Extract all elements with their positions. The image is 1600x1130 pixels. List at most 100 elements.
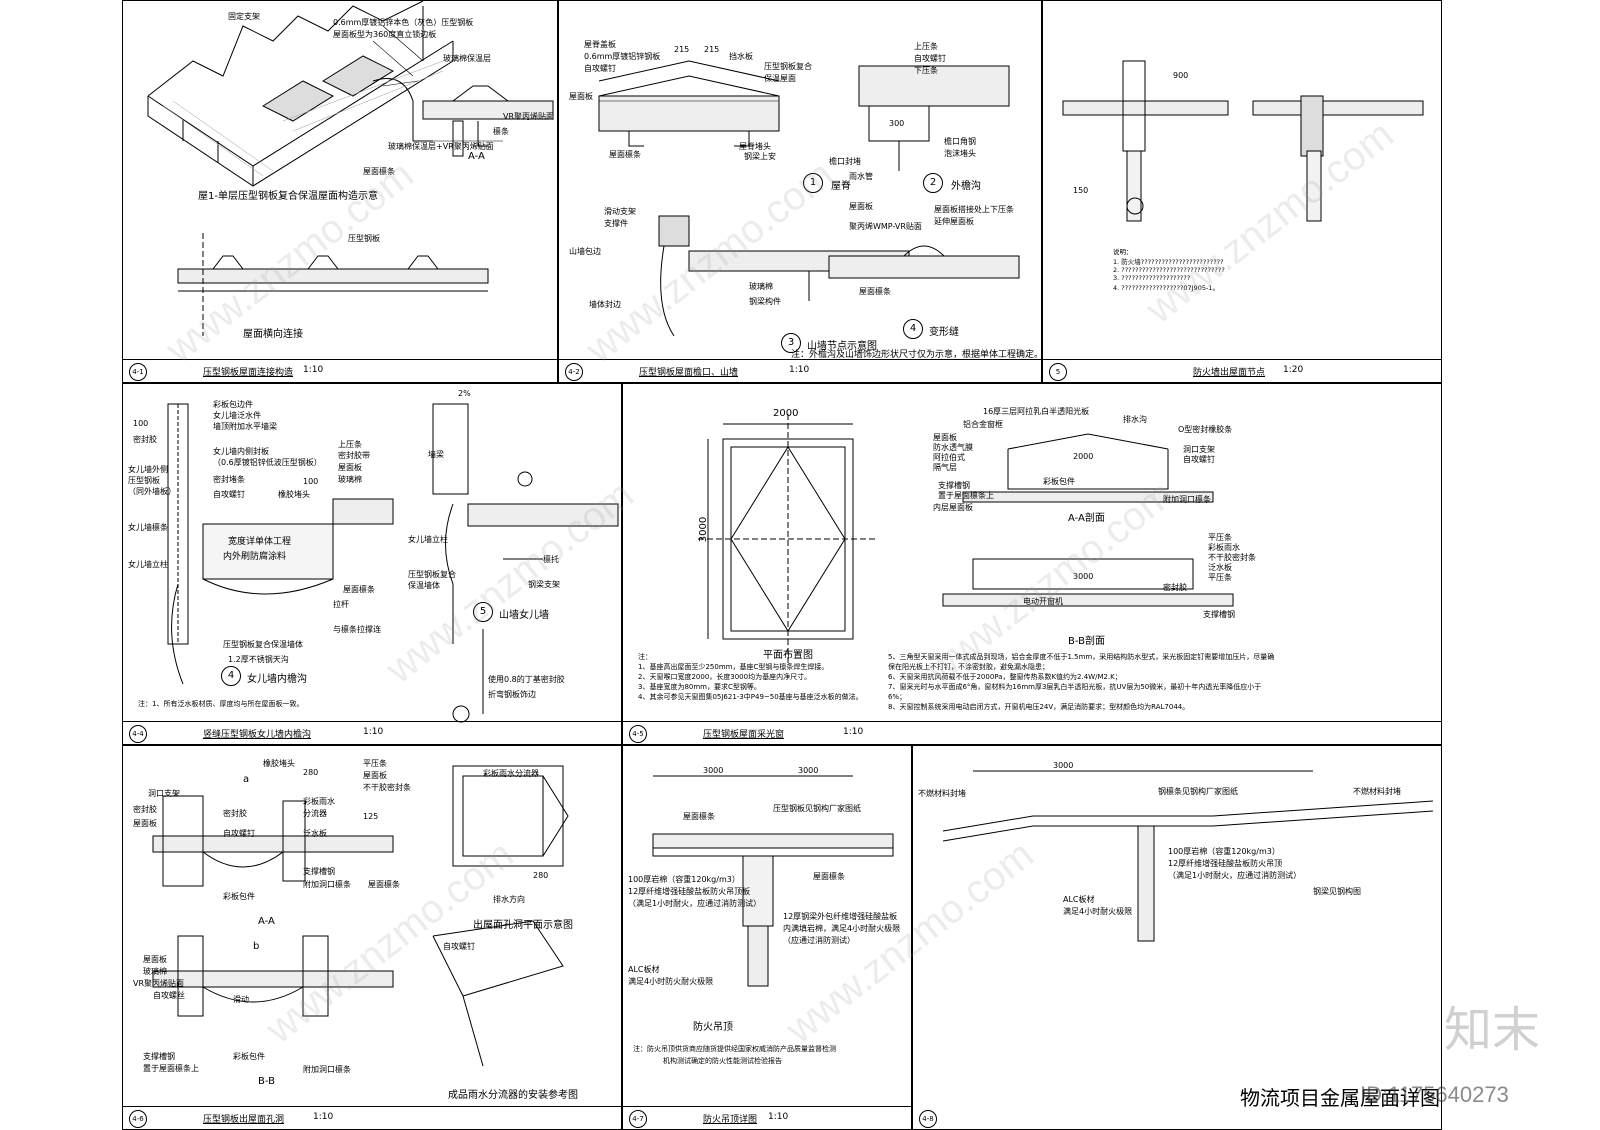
- label-screw-2: 自攻螺钉: [914, 54, 946, 63]
- label-5: 密封胶: [133, 805, 157, 814]
- label-6: 彩板雨水: [303, 797, 335, 806]
- label-19: 平压条: [1208, 573, 1232, 582]
- label-7: 内满填岩棉，满足4小时耐火极限: [783, 924, 901, 933]
- label-4: 女儿墙内侧封板: [213, 447, 269, 456]
- note-line: 1、基座高出屋面至少250mm，基座C型钢与檩条焊生焊接。: [638, 663, 829, 671]
- dim-a: a: [243, 774, 250, 785]
- label-9: 密封堵条: [213, 475, 245, 484]
- detail-4-marker: 4: [221, 666, 241, 686]
- panel-number: 4-7: [629, 1110, 647, 1128]
- panel-number: 4-8: [919, 1110, 937, 1128]
- label-18: 拉杆: [333, 600, 349, 609]
- note-line: 4. ??????????????????07J905-1。: [1113, 284, 1219, 292]
- note-line: 3、基座宽度为80mm，要求C型钢等。: [638, 683, 761, 691]
- label-29: 使用0.8的丁基密封胶: [488, 675, 565, 684]
- panel-4-5-drawing: [698, 414, 1234, 664]
- panel-scale: 1:10: [363, 727, 384, 737]
- bb-section-caption: B-B剖面: [1068, 636, 1105, 647]
- sheet-title: 物流项目金属屋面详图: [1240, 1088, 1440, 1110]
- label-5: 防水透气膜: [933, 443, 973, 452]
- label-6: 女儿墙外侧: [128, 465, 168, 474]
- detail-1-marker: 1: [803, 173, 823, 193]
- label-16: 彩板雨水分流器: [483, 769, 539, 778]
- dim-3000: 3000: [1053, 761, 1074, 770]
- label-21: 压型钢板复合保温墙体: [223, 640, 303, 649]
- panel-4-5: 2000 3000 2000 3000 平面布置图 A-A剖面 B-B剖面 16…: [622, 383, 1442, 745]
- detail-4-caption: 女儿墙内檐沟: [247, 674, 307, 685]
- label-top-strip: 上压条: [914, 42, 938, 51]
- label-eave-angle: 檐口角钢: [944, 137, 976, 146]
- dim-slope: 2%: [458, 389, 471, 398]
- detail-5-marker: 5: [473, 602, 493, 622]
- label-22: 支撑槽钢: [1203, 610, 1235, 619]
- panel-4-4-drawing: [167, 403, 619, 723]
- detail-4-marker-visible: 4: [903, 319, 923, 339]
- label-3: O型密封橡胶条: [1178, 425, 1233, 434]
- label-8: 钢梁见钢构图: [1313, 887, 1361, 896]
- label-10: 满足4小时防火耐火极限: [628, 977, 714, 986]
- label-roof-board-2: 屋面板: [849, 202, 873, 211]
- panel-4-7-caption-bar: 4-7 防火吊顶详图 1:10: [623, 1106, 911, 1129]
- label-roof-purlin-2: 屋面檩条: [859, 287, 891, 296]
- panel-title: 防火墙出屋面节点: [1193, 368, 1266, 378]
- panel-4-4-caption-bar: 4-4 竖缝压型钢板女儿墙内檐沟 1:10: [123, 721, 621, 744]
- dim-100-b: 100: [303, 477, 319, 486]
- dim-3000: 3000: [698, 516, 710, 543]
- label-20: VR聚丙烯贴面: [133, 979, 185, 988]
- panel-4-8: 3000 不燃材料封堵 钢檩条见钢构厂家图纸 不燃材料封堵 100厚岩棉（容重1…: [912, 745, 1442, 1130]
- panel-4-7-drawing: [652, 775, 894, 987]
- panel-scale: 1:10: [303, 365, 324, 375]
- label-2: 屋面板: [363, 771, 387, 780]
- label-3: 密封胶: [133, 435, 157, 444]
- panel-note: 注：外檐沟及山墙饰边形状尺寸仅为示意，根据单体工程确定。: [791, 350, 1042, 360]
- panel-4-6: 280 125 280 a b 橡胶堵头 平压条 屋面板 不干胶密封条 洞口支架…: [122, 745, 622, 1130]
- label-19: 与檩条拉撑连: [333, 625, 381, 634]
- label-4: 屋面板: [933, 433, 957, 442]
- label-15: 平压条: [1208, 533, 1232, 542]
- label-8: （应通过消防测试）: [783, 936, 855, 945]
- note-line: 5、三角型天窗采用一体式成品到现场，铝合金厚度不低于1.5mm，采用结构防水型式…: [888, 653, 1275, 671]
- label-27: 自攻螺钉: [443, 942, 475, 951]
- label-8: 洞口支架: [1183, 445, 1215, 454]
- label-pressed-steel: 压型钢板: [348, 234, 380, 243]
- iso-caption: 成品雨水分流器的安装参考图: [448, 1090, 578, 1101]
- note-line: 7、窗采光时与水平面成6°角，窗材料为16mm厚3层乳白半透阳光板，抗UV层为5…: [888, 683, 1262, 701]
- panel-title: 竖缝压型钢板女儿墙内檐沟: [203, 730, 312, 740]
- panel-scale: 1:10: [843, 727, 864, 737]
- panel-note: 注：1、所有泛水板材质、厚度均与所在屋面板一致。: [138, 700, 304, 708]
- label-0: 不燃材料封堵: [918, 789, 966, 798]
- note-line: 说明：: [1113, 248, 1133, 256]
- bb-caption: B-B: [258, 1076, 275, 1087]
- label-20: 屋面檩条: [343, 585, 375, 594]
- label-14: 密封胶带: [338, 451, 370, 460]
- caption: 防火吊顶: [693, 1022, 733, 1033]
- label-14: 附加洞口檩条: [303, 880, 351, 889]
- panel-scale: 1:10: [768, 1112, 789, 1122]
- label-10: 屋面板: [133, 819, 157, 828]
- label-7: 分流器: [303, 809, 327, 818]
- label-panel-type: 屋面板型为360度直立锁边板: [333, 30, 437, 39]
- sub-caption: 屋面横向连接: [243, 329, 303, 340]
- label-steel-member: 钢梁构件: [749, 297, 781, 306]
- label-9: 自攻螺钉: [1183, 455, 1215, 464]
- note-line: 3. ????????????????????: [1113, 274, 1191, 282]
- label-23: 墙梁: [428, 450, 444, 459]
- detail-2-caption: 外檐沟: [951, 181, 981, 192]
- notes-left: 注： 1、基座高出屋面至少250mm，基座C型钢与檩条焊生焊接。 2、天窗喉口宽…: [638, 652, 878, 702]
- plan-caption: 平面布置图: [763, 650, 813, 661]
- label-3: 不干胶密封条: [363, 783, 411, 792]
- label-eave-seal: 檐口封堵: [829, 157, 861, 166]
- label-24: 滑动: [233, 995, 249, 1004]
- panel-scale: 1:20: [1283, 365, 1304, 375]
- panel-number: 4-1: [129, 363, 147, 381]
- panel-scale: 1:10: [789, 365, 810, 375]
- panel-title: 压型钢板屋面檐口、山墙: [639, 368, 739, 378]
- dim-100-a: 100: [133, 419, 149, 428]
- label-13: 上压条: [338, 440, 362, 449]
- label-extend-board: 延伸屋面板: [934, 217, 974, 226]
- label-8: 泛水板: [303, 829, 327, 838]
- label-11: 自攻螺钉: [223, 829, 255, 838]
- detail-3-caption: 山墙节点示意图: [807, 341, 877, 352]
- label-4: 12厚纤维增强硅酸盐板防火吊顶: [1168, 859, 1283, 868]
- label-steel-panel: 0.6mm厚镀铝锌本色（灰色）压型钢板: [333, 18, 474, 27]
